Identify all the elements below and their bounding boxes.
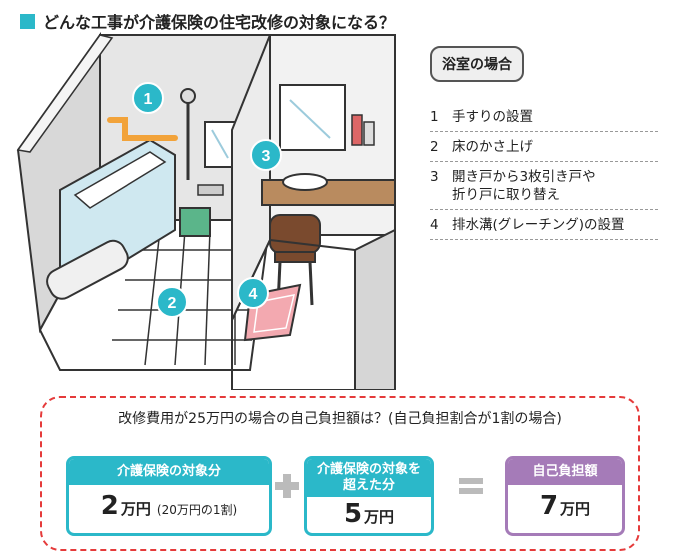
- marker-1: 1: [132, 82, 164, 114]
- svg-text:4: 4: [249, 286, 258, 303]
- item-number: 1: [430, 109, 439, 125]
- cost-question: 改修費用が25万円の場合の自己負担額は？(自己負担割合が1割の場合): [118, 411, 562, 427]
- total-unit: 万円: [560, 500, 591, 518]
- title-row: どんな工事が介護保険の住宅改修の対象になる？: [20, 9, 395, 33]
- list-item: 4 排水溝(グレーチング)の設置: [430, 210, 658, 240]
- list-item: 3 開き戸から3枚引き戸や 折り戸に取り替え: [430, 162, 658, 210]
- covered-amount: 2: [100, 491, 119, 521]
- covered-note: (20万円の1割): [156, 503, 238, 517]
- svg-text:3: 3: [262, 148, 271, 165]
- page-title: どんな工事が介護保険の住宅改修の対象になる？: [43, 13, 396, 32]
- room-label-badge: 浴室の場合: [430, 46, 524, 82]
- cost-calculation-box: 改修費用が25万円の場合の自己負担額は？(自己負担割合が1割の場合) 介護保険の…: [40, 396, 640, 551]
- covered-label: 介護保険の対象分: [69, 459, 269, 485]
- total-label: 自己負担額: [508, 459, 622, 485]
- total-amount-card: 自己負担額 7 万円: [505, 456, 625, 536]
- svg-text:1: 1: [144, 91, 153, 108]
- covered-amount-card: 介護保険の対象分 2 万円 (20万円の1割): [66, 456, 272, 536]
- item-text: 開き戸から3枚引き戸や 折り戸に取り替え: [452, 169, 596, 203]
- item-number: 4: [430, 217, 439, 233]
- item-number: 3: [430, 169, 439, 185]
- list-item: 2 床のかさ上げ: [430, 132, 658, 162]
- excess-unit: 万円: [364, 508, 395, 526]
- excess-label: 介護保険の対象を 超えた分: [307, 459, 431, 497]
- covered-unit: 万円: [120, 500, 151, 518]
- item-text: 床のかさ上げ: [452, 139, 533, 155]
- marker-2: 2: [156, 286, 188, 318]
- item-text: 排水溝(グレーチング)の設置: [452, 217, 625, 233]
- list-item: 1 手すりの設置: [430, 102, 658, 132]
- marker-4: 4: [237, 277, 269, 309]
- marker-3: 3: [250, 139, 282, 171]
- equals-icon: [459, 478, 483, 494]
- excess-amount: 5: [343, 499, 363, 529]
- plus-icon: [275, 474, 299, 498]
- total-amount: 7: [539, 491, 559, 521]
- item-number: 2: [430, 139, 439, 155]
- bathroom-illustration: 1 2 3 4: [16, 31, 396, 390]
- excess-amount-card: 介護保険の対象を 超えた分 5 万円: [304, 456, 434, 536]
- svg-text:2: 2: [168, 295, 177, 312]
- item-text: 手すりの設置: [452, 109, 533, 125]
- title-square-icon: [20, 13, 35, 29]
